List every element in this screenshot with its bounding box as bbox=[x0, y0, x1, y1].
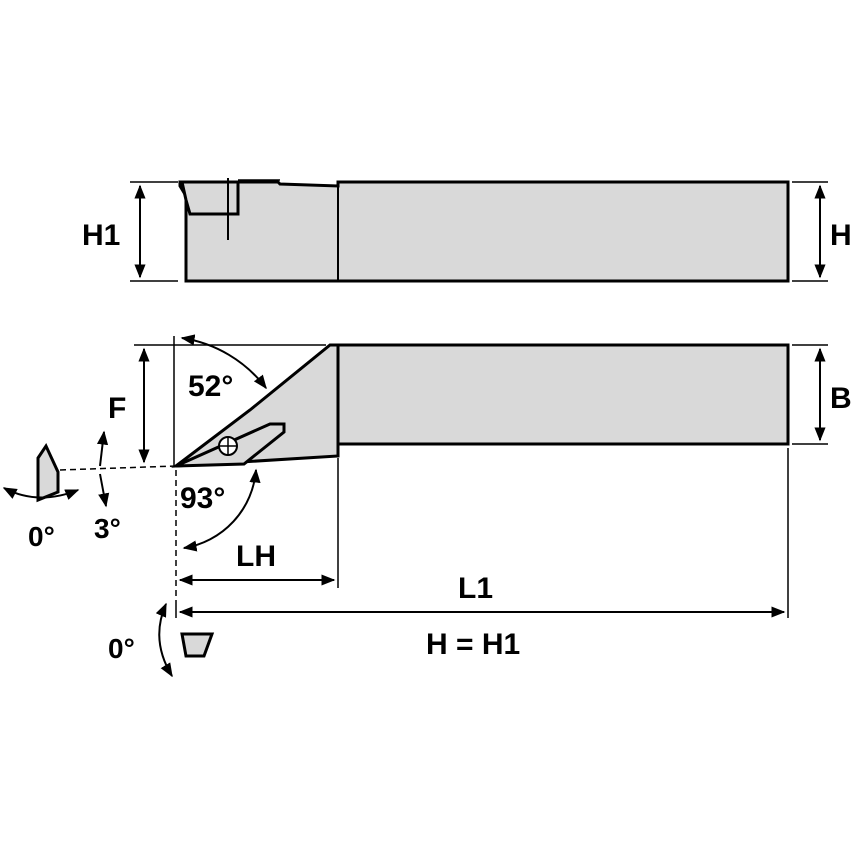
angle-0-left-label: 0° bbox=[28, 521, 55, 552]
lh-label: LH bbox=[236, 540, 276, 573]
angle-3-arrow-top bbox=[96, 430, 109, 467]
angle-93-label: 93° bbox=[180, 482, 225, 515]
insert-profile-left-icon bbox=[36, 442, 60, 503]
h-label: H bbox=[830, 219, 852, 252]
angle-3-label: 3° bbox=[94, 513, 121, 544]
angle-0-bottom-arc bbox=[155, 602, 173, 678]
l1-label: L1 bbox=[458, 572, 493, 605]
angle-52-arc bbox=[180, 334, 267, 390]
angle-93-arc bbox=[182, 468, 261, 552]
h-equals-h1-label: H = H1 bbox=[426, 628, 520, 661]
insert-profile-bottom-icon bbox=[180, 632, 215, 658]
f-label: F bbox=[108, 392, 126, 425]
top-view-head bbox=[171, 343, 340, 468]
top-view-shank bbox=[336, 343, 790, 446]
h1-label: H1 bbox=[82, 219, 120, 252]
horizontal-reference-dashed bbox=[59, 465, 177, 471]
angle-0-bottom-label: 0° bbox=[108, 633, 135, 664]
angle-52-label: 52° bbox=[188, 370, 233, 403]
angle-0-left-arc bbox=[2, 487, 80, 500]
top-view: 52° 93° F 3° 0° B LH L1 H = H1 bbox=[2, 334, 852, 678]
b-label: B bbox=[830, 382, 852, 415]
angle-3-arrow-bottom bbox=[98, 473, 110, 508]
side-view-shank bbox=[178, 180, 790, 283]
side-view-insert bbox=[180, 180, 240, 216]
side-view: H1 H bbox=[82, 178, 852, 283]
